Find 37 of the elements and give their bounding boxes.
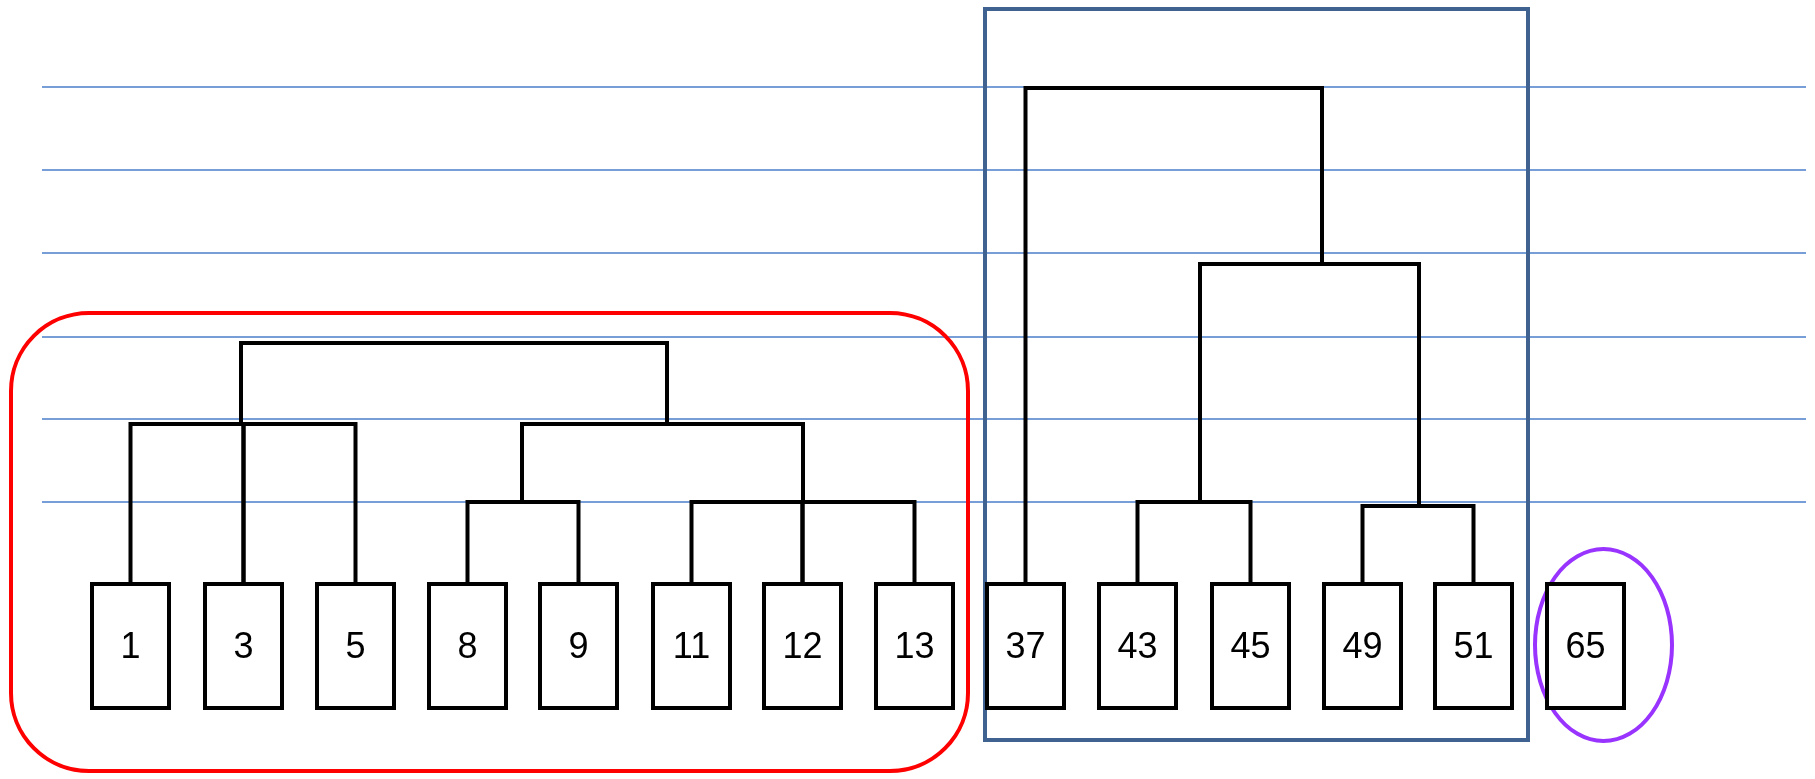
leaf-label: 37	[1005, 625, 1046, 667]
leaf-box	[315, 582, 396, 710]
leaf-label: 49	[1342, 625, 1383, 667]
leaf-label: 3	[233, 625, 254, 667]
leaf-box	[1322, 582, 1403, 710]
cluster-outline	[9, 311, 970, 773]
leaf-label: 13	[894, 625, 935, 667]
leaf-box	[985, 582, 1066, 710]
leaf-label: 5	[345, 625, 366, 667]
leaf-label: 65	[1565, 625, 1606, 667]
leaf-label: 1	[120, 625, 141, 667]
leaf-box	[651, 582, 732, 710]
leaf-label: 8	[457, 625, 478, 667]
dendrogram-bracket	[1023, 86, 1324, 582]
leaf-box	[1097, 582, 1178, 710]
leaf-box	[203, 582, 284, 710]
cluster-ellipse	[1533, 547, 1674, 743]
dendrogram-bracket	[241, 422, 358, 582]
leaf-box	[1210, 582, 1291, 710]
leaf-label: 9	[568, 625, 589, 667]
dendrogram-bracket	[800, 500, 917, 582]
leaf-box	[90, 582, 171, 710]
leaf-box	[1545, 582, 1626, 710]
leaf-label: 11	[672, 625, 711, 667]
leaf-label: 51	[1453, 625, 1494, 667]
leaf-box	[538, 582, 619, 710]
leaf-label: 12	[782, 625, 823, 667]
leaf-label: 43	[1117, 625, 1158, 667]
cluster-outline	[983, 7, 1530, 742]
dendrogram-bracket	[465, 500, 581, 582]
leaf-box	[427, 582, 508, 710]
dendrogram-bracket	[1360, 504, 1476, 582]
leaf-box	[874, 582, 955, 710]
dendrogram-bracket	[1135, 500, 1253, 582]
leaf-box	[1433, 582, 1514, 710]
leaf-label: 45	[1230, 625, 1271, 667]
leaf-box	[762, 582, 843, 710]
